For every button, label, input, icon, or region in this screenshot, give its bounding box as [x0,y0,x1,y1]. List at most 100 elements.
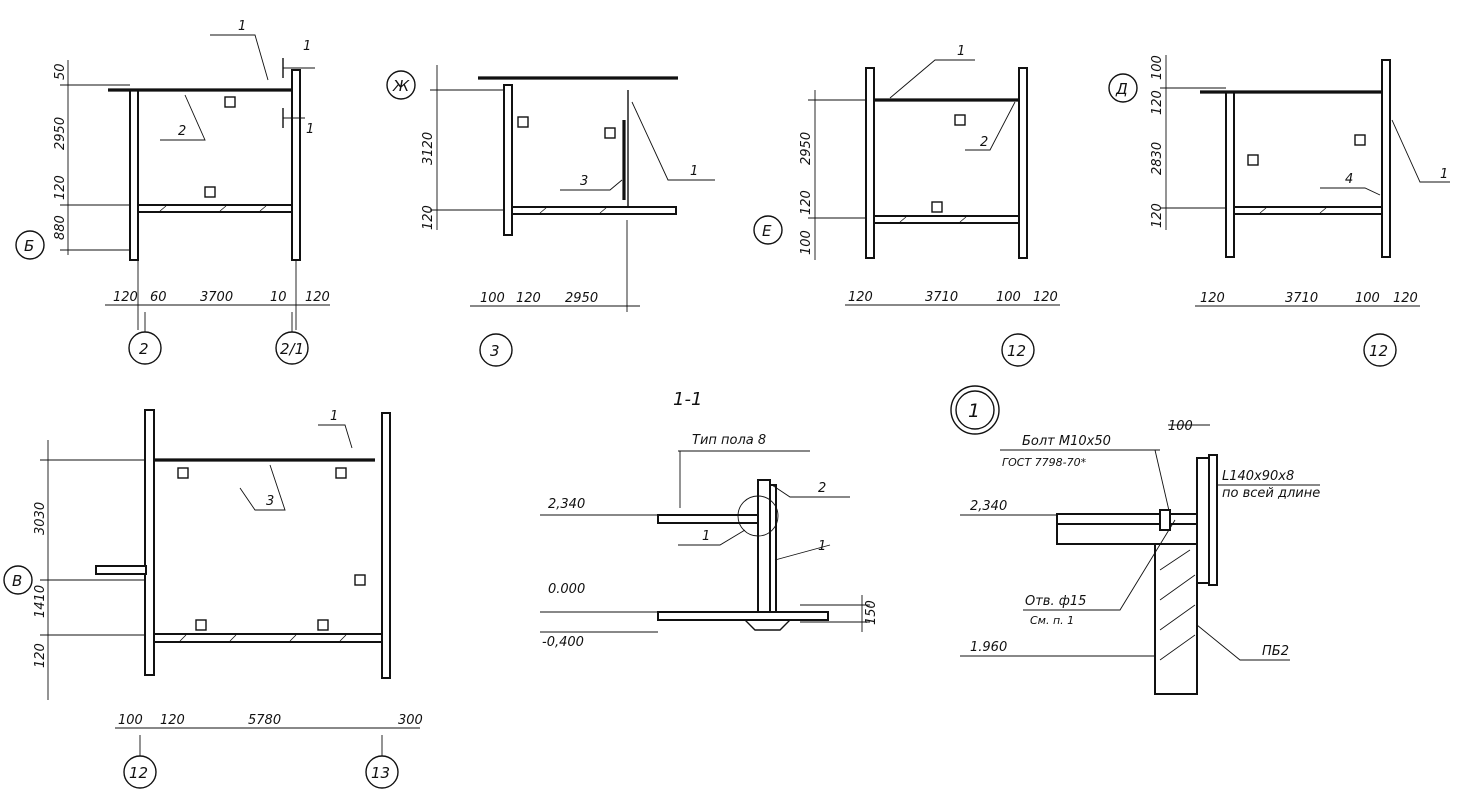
plan-1-axis-col: 2/1 [280,340,304,358]
plan-2-axis-col-bubble [479,333,513,367]
plan-4-dim-v: 120 [1150,90,1165,115]
plan-1-left-wall [129,89,139,261]
plan-1-slab [137,204,293,213]
plan-3-leader: 2 [980,135,988,150]
section-elevation: -0,400 [542,635,584,650]
plan-4: 100 120 2830 120 120 3710 100 120 Д 12 1… [1108,55,1450,367]
plan-4-dim-h: 100 [1355,291,1380,306]
plan-2-axis-row-bubble [386,70,416,100]
plan-3-axis-row-bubble [753,215,783,245]
plan-3-dim-v: 100 [799,230,814,255]
plan-4-dim-h: 3710 [1285,291,1318,306]
plan-2-dim-v: 3120 [421,132,436,165]
plan-2-dim-h: 100 [480,291,505,306]
detail-hole-note: См. п. 1 [1030,614,1074,627]
plan-4-axis-col-bubble [1363,333,1397,367]
plan-3-dim-h: 120 [1033,290,1058,305]
plan-2-leader: 1 [690,164,698,179]
plan-1: 50 2950 120 880 120 60 3700 10 120 Б 2 2… [15,19,330,365]
plan-1-column-mark [224,96,236,108]
detail-number-inner [955,390,995,430]
plan-3-left-wall [865,67,875,259]
plan-1-axis-row: Б [24,237,34,255]
plan-2-left-wall [503,84,513,236]
plan-1-dim-h: 60 [150,290,167,305]
detail-number: 1 [968,400,980,422]
plan-2-dim-h: 120 [516,291,541,306]
plan-3-axis-row: Е [762,222,772,240]
detail-bolt: Болт М10х50 [1022,434,1111,449]
plan-3-dim-v: 2950 [799,132,814,165]
plan-2-dim-v: 120 [421,205,436,230]
plan-5-dim-v: 120 [33,643,48,668]
plan-4-axis-row-bubble [1108,73,1138,103]
plan-4-axis-row: Д [1115,80,1128,98]
plan-5-leader: 1 [330,409,338,424]
plan-1-leader: 1 [306,122,314,137]
plan-1-leader: 1 [303,39,311,54]
plan-5: 3030 1410 120 100 120 5780 300 В 12 13 1… [3,409,423,789]
plan-1-dim-h: 10 [270,290,287,305]
section-leader: 1 [702,529,710,544]
plan-1-dim-v: 2950 [53,117,68,150]
section-floor-type: Тип пола 8 [692,433,766,448]
plan-3-axis-col: 12 [1007,342,1026,360]
section-title: 1-1 [673,389,702,410]
plan-1-dim-h: 120 [305,290,330,305]
plan-2-axis-col: 3 [490,342,500,360]
plan-4-dim-v: 2830 [1150,142,1165,175]
plan-4-dim-h: 120 [1393,291,1418,306]
plan-2: 3120 120 100 120 2950 Ж 3 1 3 [386,65,715,367]
detail-angle-note: по всей длине [1222,486,1320,501]
plan-4-dim-v: 120 [1150,203,1165,228]
plan-5-leader: 3 [266,494,274,509]
plan-3-right-wall [1018,67,1028,259]
plan-3-leader: 1 [957,44,965,59]
plan-5-axis-col: 13 [371,764,390,782]
detail-dim: 100 [1168,419,1193,434]
plan-4-leader: 1 [1440,167,1448,182]
plan-1-axis-col: 2 [139,340,149,358]
plan-2-slab [511,206,677,215]
detail-elevation: 2,340 [970,499,1007,514]
section-leader: 1 [818,539,826,554]
plan-1-leader: 1 [238,19,246,34]
plan-3-dim-h: 120 [848,290,873,305]
plan-5-dim-h: 120 [160,713,185,728]
plan-1-dim-h: 3700 [200,290,233,305]
plan-3-dim-h: 3710 [925,290,958,305]
plan-5-dim-h: 100 [118,713,143,728]
plan-5-dim-v: 1410 [33,585,48,618]
plan-1-dim-v: 880 [53,215,68,240]
section-dim: 150 [864,600,879,625]
section-1-1: 1-1 Тип пола 8 2,340 0.000 -0,400 150 1 … [540,389,879,650]
plan-5-axis-row: В [12,572,22,590]
detail-number-outer [950,385,1000,435]
plan-1-column-mark [204,186,216,198]
section-elevation: 0.000 [548,582,585,597]
plan-5-dim-h: 5780 [248,713,281,728]
plan-1-axis-row-bubble [15,230,45,260]
plan-2-leader: 3 [580,174,588,189]
detail-mark: ПБ2 [1262,644,1289,659]
plan-3-dim-v: 120 [799,190,814,215]
plan-4-dim-h: 120 [1200,291,1225,306]
plan-5-axis-col: 12 [129,764,148,782]
plan-1-dim-v: 50 [53,63,68,80]
plan-1-leader: 2 [178,124,186,139]
detail-hole: Отв. ф15 [1025,594,1086,609]
plan-2-dim-h: 2950 [565,291,598,306]
plan-5-dim-h: 300 [398,713,423,728]
plan-4-leader: 4 [1345,172,1353,187]
plan-1-dim-v: 120 [53,175,68,200]
plan-5-dim-v: 3030 [33,502,48,535]
section-elevation: 2,340 [548,497,585,512]
plan-3-axis-col-bubble [1001,333,1035,367]
plan-4-axis-col: 12 [1369,342,1388,360]
detail-gost: ГОСТ 7798-70* [1002,456,1087,469]
plan-3: 2950 120 100 120 3710 100 120 Е 12 1 2 [753,44,1060,367]
detail-angle: L140х90х8 [1222,469,1294,484]
detail-elevation: 1.960 [970,640,1007,655]
detail-1: 1 Болт М10х50 ГОСТ 7798-70* 100 L140х90х… [950,385,1320,695]
